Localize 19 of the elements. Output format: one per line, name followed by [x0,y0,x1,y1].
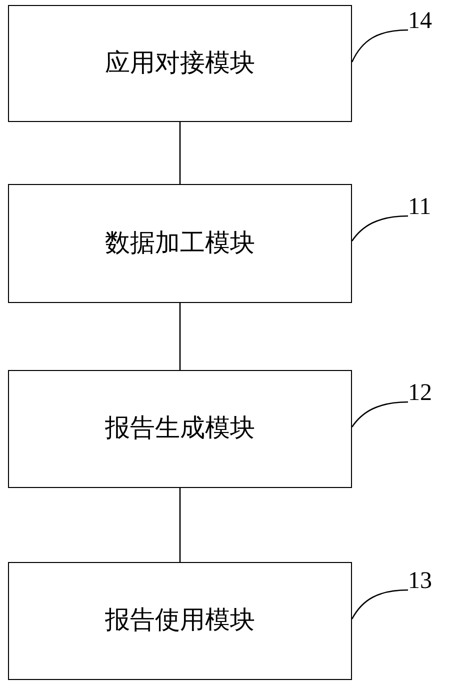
leader-line [351,215,408,242]
module-box [8,5,352,122]
leader-line [351,589,408,620]
connector-line [179,488,181,562]
module-label: 数据加工模块 [105,228,255,259]
module-label: 应用对接模块 [105,48,255,79]
callout-number: 13 [408,566,432,596]
callout-number: 12 [408,378,432,408]
module-box [8,184,352,303]
callout-number: 14 [408,6,432,36]
module-label: 报告使用模块 [105,606,255,636]
module-label: 报告生成模块 [105,414,255,444]
leader-line [351,401,408,428]
leader-line [351,29,408,62]
connector-line [179,303,181,370]
callout-number: 11 [408,192,432,222]
module-box [8,370,352,488]
connector-line [179,122,181,184]
module-box [8,562,352,680]
